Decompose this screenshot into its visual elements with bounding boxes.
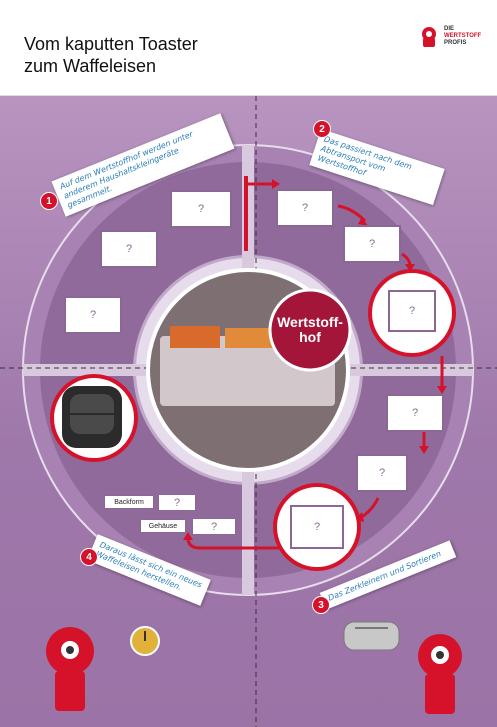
answer-box-1c[interactable]: ? (64, 296, 122, 334)
logo-icon: DIE WERTSTOFF PROFIS (416, 24, 481, 54)
robot-right-icon (418, 634, 462, 714)
toaster-icon (343, 621, 400, 651)
logo-robot-icon (422, 27, 436, 47)
logo-line3: PROFIS (444, 40, 467, 46)
container-contents-orange-2 (225, 328, 280, 348)
arrowhead-2 (358, 217, 368, 226)
answer-box-3a[interactable]: ? (386, 394, 444, 432)
logo-text: DIE WERTSTOFF PROFIS (444, 26, 481, 47)
step-badge-1: 1 (40, 192, 58, 210)
container-contents-orange (170, 326, 220, 348)
answer-box-2b[interactable]: ? (343, 225, 401, 263)
header: Vom kaputten Toaster zum Waffeleisen DIE… (0, 0, 497, 96)
waffle-iron-icon (62, 386, 122, 448)
label-backform: Backform (104, 495, 154, 509)
label-gehaeuse: Gehäuse (140, 519, 186, 533)
logo-line2: WERTSTOFF (444, 33, 482, 39)
step-badge-4: 4 (80, 548, 98, 566)
page-title: Vom kaputten Toaster zum Waffeleisen (24, 34, 198, 76)
answer-box-4b[interactable]: ? (192, 518, 236, 535)
answer-box-3c[interactable]: ? (290, 505, 344, 549)
hub-label: Wertstoff- hof (277, 314, 343, 345)
answer-box-2c[interactable]: ? (388, 290, 436, 332)
answer-box-1a[interactable]: ? (170, 190, 232, 228)
poster-area: Wertstoff- hof ? ? ? ? ? ? ? ? ? Backfor… (0, 96, 497, 727)
arrowhead-1 (272, 179, 280, 189)
answer-box-2a[interactable]: ? (276, 189, 334, 227)
arrowhead-7 (183, 532, 193, 540)
step-badge-2: 2 (313, 120, 331, 138)
hub-circle (268, 288, 352, 372)
robot-left-icon (46, 627, 94, 711)
arrowhead-4 (437, 386, 447, 394)
arrowhead-3 (405, 264, 415, 272)
answer-box-1b[interactable]: ? (100, 230, 158, 268)
arrowhead-5 (419, 446, 429, 454)
logo-line1: DIE (444, 26, 455, 32)
stopwatch-icon (130, 626, 160, 656)
answer-box-3b[interactable]: ? (356, 454, 408, 492)
answer-box-4a[interactable]: ? (158, 494, 196, 511)
step-badge-3: 3 (312, 596, 330, 614)
